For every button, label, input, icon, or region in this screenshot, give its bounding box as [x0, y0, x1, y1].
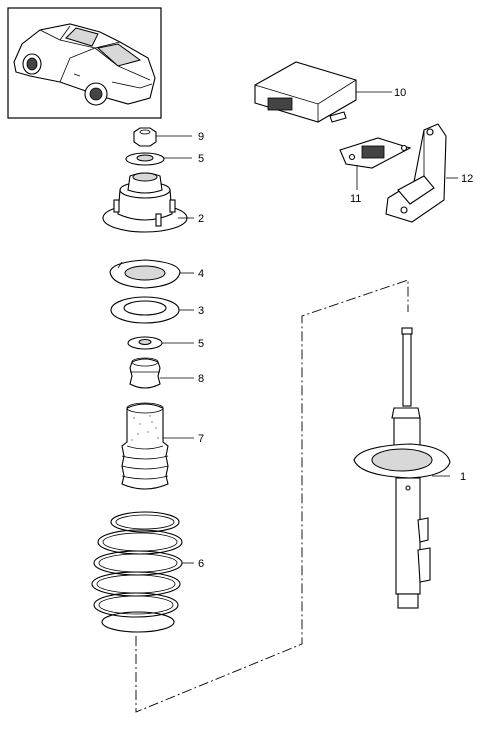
part-2-strut-mount: [102, 172, 188, 233]
part-10-control-unit: [254, 61, 357, 123]
part-7-boot: [121, 402, 169, 490]
part-12-holder: [385, 123, 447, 223]
part-1-strut: [353, 327, 451, 609]
callout-11: 11: [350, 193, 361, 205]
callout-3: 3: [198, 305, 204, 317]
callout-4: 4: [198, 268, 204, 280]
part-6-coil-spring: [91, 511, 183, 633]
part-4-spring-seat: [109, 259, 181, 289]
part-5-washer-upper: [125, 152, 165, 166]
part-3-spring-pad: [110, 296, 180, 324]
vehicle-thumbnail: [7, 7, 162, 119]
part-9-nut: [133, 127, 157, 147]
callout-labels: 1 2 3 4 5 5 6 7 8 9 10 11 12: [198, 87, 473, 570]
callout-8: 8: [198, 373, 204, 385]
car-icon: [13, 23, 156, 106]
callout-12: 12: [461, 173, 473, 185]
callout-1: 1: [460, 471, 466, 483]
callout-5-lower: 5: [198, 338, 204, 350]
callout-6: 6: [198, 558, 204, 570]
callout-9: 9: [198, 131, 204, 143]
callout-2: 2: [198, 213, 204, 225]
part-8-bump-stop: [129, 357, 161, 389]
callout-7: 7: [198, 433, 204, 445]
part-5-washer-lower: [127, 336, 163, 350]
callout-5-upper: 5: [198, 153, 204, 165]
assembly-line: [135, 279, 409, 713]
part-11-bracket: [339, 137, 412, 169]
callout-10: 10: [394, 87, 406, 99]
